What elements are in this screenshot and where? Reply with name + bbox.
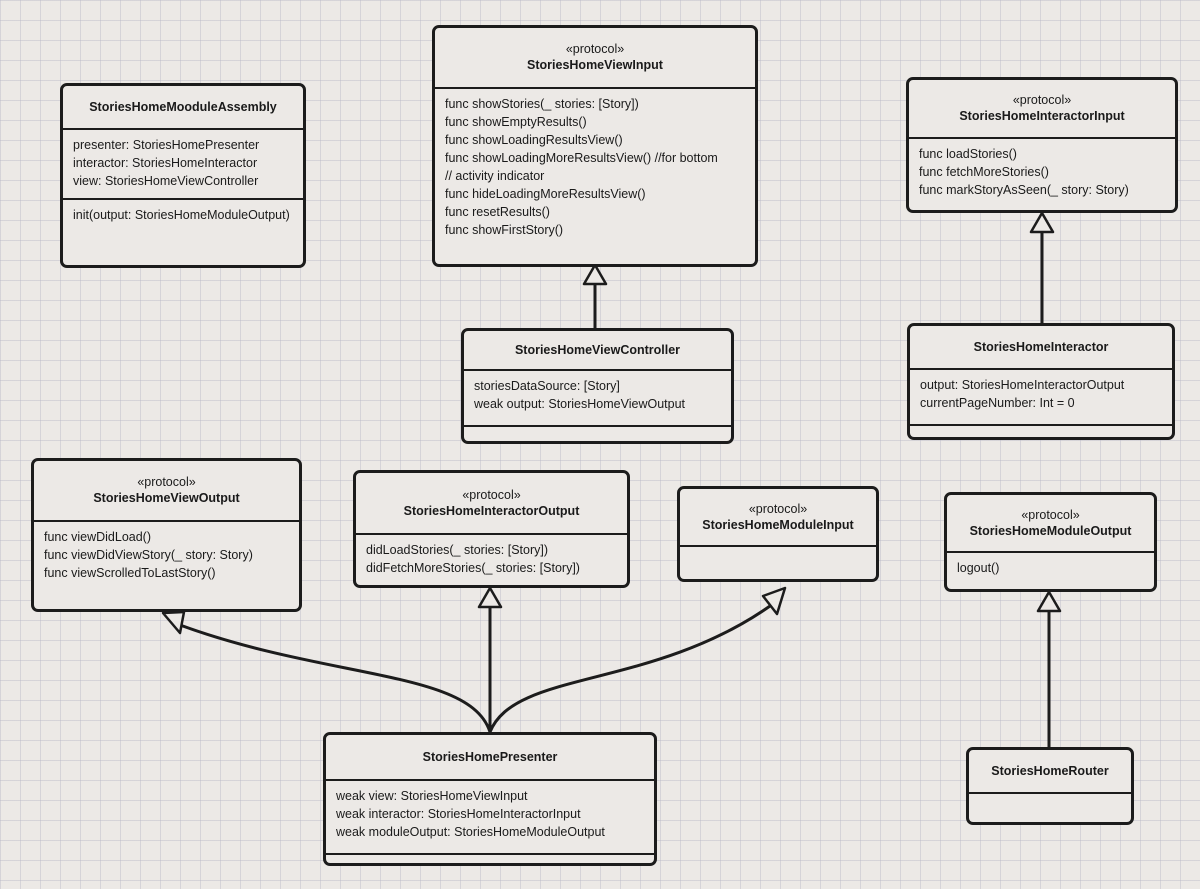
operations-section — [326, 855, 654, 869]
stereotype-label: «protocol» — [137, 475, 196, 489]
stereotype-label: «protocol» — [462, 487, 521, 502]
attribute: weak output: StoriesHomeViewOutput — [474, 397, 685, 411]
attribute: weak moduleOutput: StoriesHomeModuleOutp… — [336, 825, 605, 839]
operation: func showLoadingResultsView() — [445, 133, 623, 147]
operations-section — [910, 426, 1172, 440]
class-header: «protocol» StoriesHomeViewOutput — [34, 461, 299, 522]
attribute: weak interactor: StoriesHomeInteractorIn… — [336, 807, 581, 821]
class-header: «protocol» StoriesHomeViewInput — [435, 28, 755, 89]
class-header: «protocol» StoriesHomeInteractorOutput — [356, 473, 627, 535]
stereotype-label: «protocol» — [1012, 93, 1072, 107]
class-name: StoriesHomeViewController — [514, 342, 681, 357]
class-stories-home-view-controller: StoriesHomeViewController storiesDataSou… — [461, 328, 734, 444]
operations-section — [464, 427, 731, 441]
operation: func loadStories() — [919, 147, 1017, 161]
attribute: currentPageNumber: Int = 0 — [920, 396, 1075, 410]
operation: func viewScrolledToLastStory() — [44, 566, 216, 580]
connector-presenter-to-viewoutput — [178, 623, 492, 734]
attributes-section: presenter: StoriesHomePresenter interact… — [63, 130, 303, 200]
attribute: presenter: StoriesHomePresenter — [73, 138, 260, 152]
attributes-section: output: StoriesHomeInteractorOutput curr… — [910, 370, 1172, 426]
generalization-arrowhead-moduleoutput — [1036, 590, 1062, 613]
protocol-stories-home-view-output: «protocol» StoriesHomeViewOutput func vi… — [31, 458, 302, 612]
operation: func fetchMoreStories() — [919, 165, 1049, 179]
operations-section: logout() — [947, 553, 1154, 585]
class-header: «protocol» StoriesHomeModuleInput — [680, 489, 876, 547]
class-name: StoriesHomePresenter — [422, 749, 558, 764]
operations-section: didLoadStories(_ stories: [Story]) didFe… — [356, 535, 627, 585]
protocol-stories-home-module-output: «protocol» StoriesHomeModuleOutput logou… — [944, 492, 1157, 592]
class-header: «protocol» StoriesHomeModuleOutput — [947, 495, 1154, 553]
class-header: StoriesHomeRouter — [969, 750, 1131, 794]
operation: didFetchMoreStories(_ stories: [Story]) — [366, 561, 580, 575]
class-name: StoriesHomeModuleOutput — [969, 523, 1132, 538]
class-stories-home-interactor: StoriesHomeInteractor output: StoriesHom… — [907, 323, 1175, 440]
operation: func hideLoadingMoreResultsView() — [445, 187, 646, 201]
operations-section: func viewDidLoad() func viewDidViewStory… — [34, 522, 299, 590]
class-name: StoriesHomeInteractorInput — [959, 109, 1125, 123]
operation: func resetResults() — [445, 205, 550, 219]
operations-section: init(output: StoriesHomeModuleOutput) — [63, 200, 303, 232]
class-name: StoriesHomeInteractorOutput — [403, 503, 580, 518]
class-name: StoriesHomeMooduleAssembly — [89, 99, 277, 114]
class-header: StoriesHomeInteractor — [910, 326, 1172, 370]
class-name: StoriesHomeRouter — [991, 763, 1109, 778]
connector-presenter-to-moduleinput — [488, 604, 772, 734]
operation: didLoadStories(_ stories: [Story]) — [366, 543, 549, 557]
class-header: StoriesHomeViewController — [464, 331, 731, 371]
class-stories-home-presenter: StoriesHomePresenter weak view: StoriesH… — [323, 732, 657, 866]
attributes-section — [969, 794, 1131, 808]
attributes-section: storiesDataSource: [Story] weak output: … — [464, 371, 731, 427]
operation: func showStories(_ stories: [Story]) — [445, 97, 639, 111]
class-name: StoriesHomeViewOutput — [93, 491, 240, 505]
class-name: StoriesHomeViewInput — [527, 58, 663, 72]
protocol-stories-home-interactor-output: «protocol» StoriesHomeInteractorOutput d… — [353, 470, 630, 588]
class-name: StoriesHomeModuleInput — [702, 517, 854, 532]
generalization-arrowhead-interactorinput — [1029, 211, 1055, 234]
operation: func viewDidViewStory(_ story: Story) — [44, 548, 253, 562]
operation: func viewDidLoad() — [44, 530, 151, 544]
protocol-stories-home-interactor-input: «protocol» StoriesHomeInteractorInput fu… — [906, 77, 1178, 213]
class-name: StoriesHomeInteractor — [973, 339, 1109, 354]
operation: func showFirstStory() — [445, 223, 564, 237]
protocol-stories-home-module-input: «protocol» StoriesHomeModuleInput — [677, 486, 879, 582]
operation: // activity indicator — [445, 169, 545, 183]
attribute: weak view: StoriesHomeViewInput — [336, 789, 528, 803]
attribute: interactor: StoriesHomeInteractor — [73, 156, 258, 170]
operations-section: func loadStories() func fetchMoreStories… — [909, 139, 1175, 207]
operation: init(output: StoriesHomeModuleOutput) — [73, 208, 290, 222]
stereotype-label: «protocol» — [1021, 507, 1080, 522]
attributes-section: weak view: StoriesHomeViewInput weak int… — [326, 781, 654, 855]
class-stories-home-module-assembly: StoriesHomeMooduleAssembly presenter: St… — [60, 83, 306, 268]
class-header: StoriesHomePresenter — [326, 735, 654, 781]
operation: func markStoryAsSeen(_ story: Story) — [919, 183, 1129, 197]
attribute: output: StoriesHomeInteractorOutput — [920, 378, 1125, 392]
generalization-arrowhead-interactoroutput — [477, 586, 503, 609]
generalization-arrowhead-moduleinput — [761, 586, 787, 616]
generalization-arrowhead-viewoutput — [161, 610, 186, 635]
protocol-stories-home-view-input: «protocol» StoriesHomeViewInput func sho… — [432, 25, 758, 267]
attribute: view: StoriesHomeViewController — [73, 174, 259, 188]
operation: func showEmptyResults() — [445, 115, 587, 129]
stereotype-label: «protocol» — [748, 501, 808, 516]
class-header: «protocol» StoriesHomeInteractorInput — [909, 80, 1175, 139]
operations-section — [680, 547, 876, 561]
class-stories-home-router: StoriesHomeRouter — [966, 747, 1134, 825]
class-header: StoriesHomeMooduleAssembly — [63, 86, 303, 130]
stereotype-label: «protocol» — [565, 42, 625, 56]
attribute: storiesDataSource: [Story] — [474, 379, 620, 393]
operations-section: func showStories(_ stories: [Story]) fun… — [435, 89, 755, 247]
operation: logout() — [957, 561, 1000, 575]
generalization-arrowhead-viewinput — [582, 263, 608, 286]
operation: func showLoadingMoreResultsView() //for … — [445, 151, 718, 165]
